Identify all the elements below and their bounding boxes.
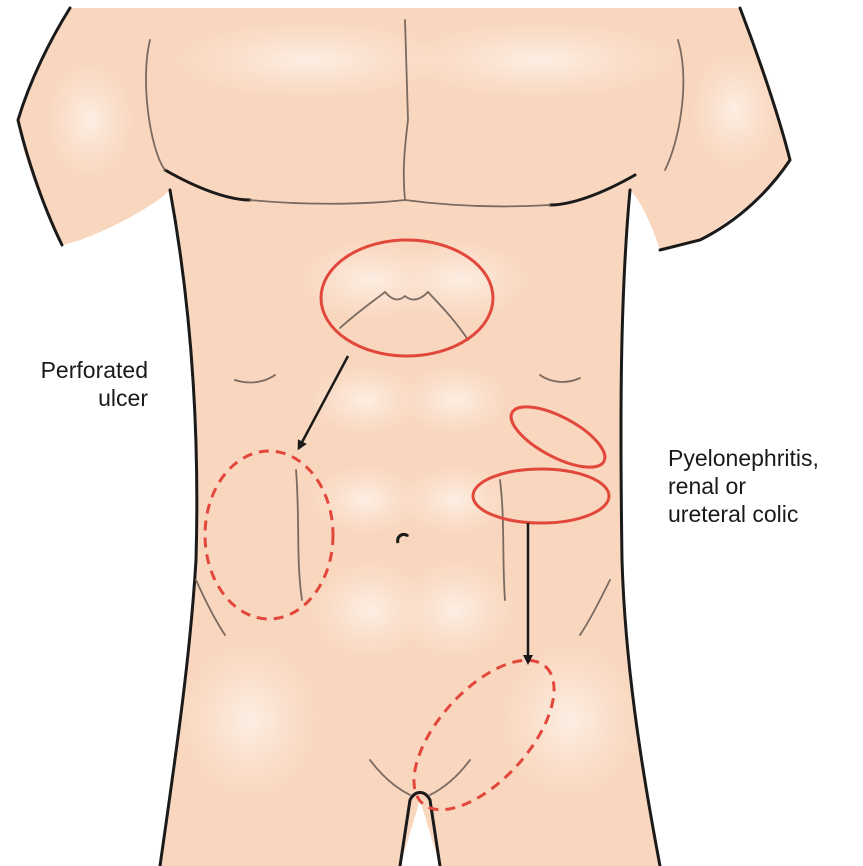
ab-highlight (400, 365, 510, 435)
ab-highlight (395, 560, 515, 660)
perforated-ulcer-label-line-1: Perforated (8, 356, 148, 384)
pyelonephritis-label-line-1: Pyelonephritis, (668, 444, 819, 472)
shoulder-highlight-right (45, 60, 135, 180)
pyelonephritis-label: Pyelonephritis, renal or ureteral colic (668, 444, 819, 528)
pyelonephritis-label-line-2: renal or (668, 472, 819, 500)
hip-highlight (500, 640, 640, 800)
shoulder-highlight-left (690, 50, 780, 170)
perforated-ulcer-label-line-2: ulcer (8, 384, 148, 412)
torso-body (18, 8, 790, 866)
hip-highlight (180, 640, 320, 800)
perforated-ulcer-label: Perforated ulcer (8, 356, 148, 412)
pyelonephritis-label-line-3: ureteral colic (668, 500, 819, 528)
pectoral-highlight-left (400, 20, 680, 100)
